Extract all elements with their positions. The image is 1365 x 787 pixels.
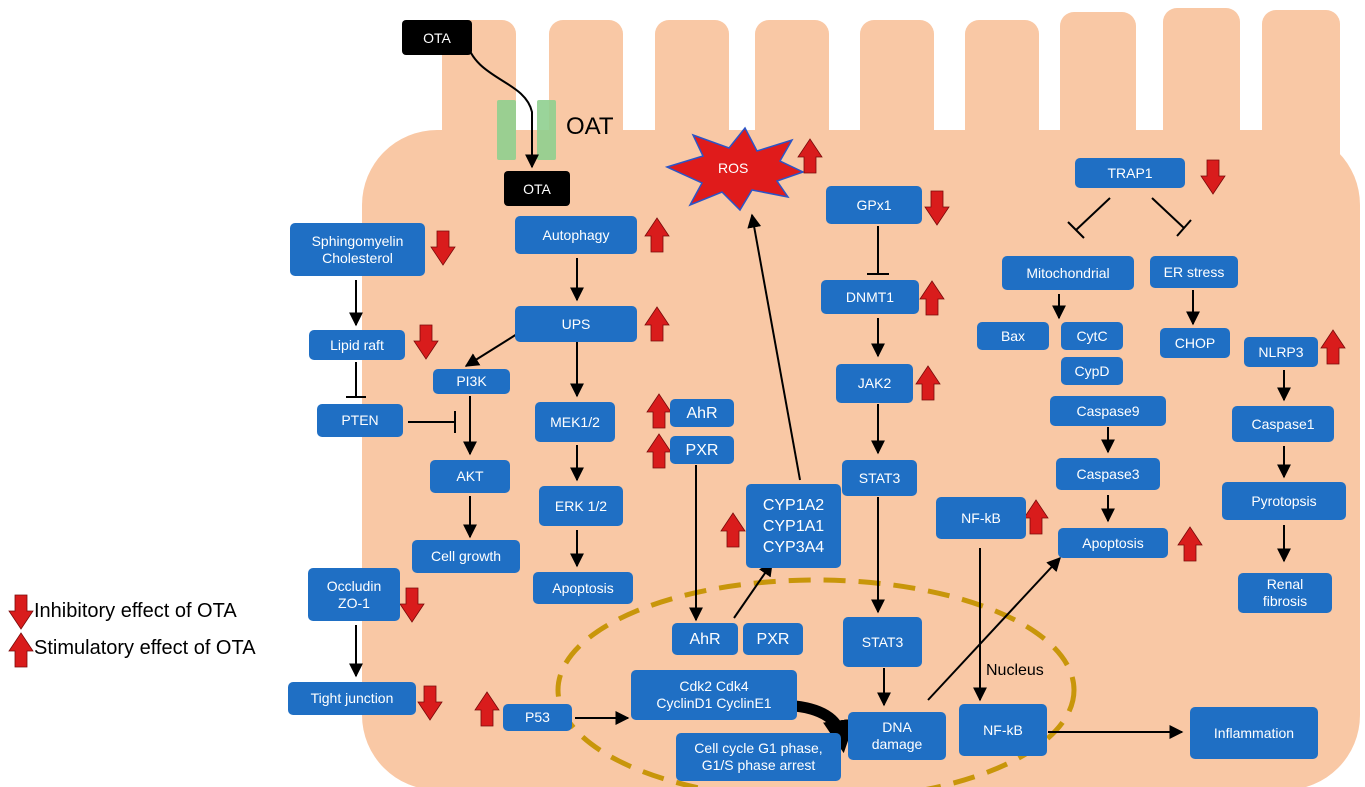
- node-er-stress: ER stress: [1150, 256, 1238, 288]
- node-nfkb-top: NF-kB: [936, 497, 1026, 539]
- down-arrow-legend-icon: [8, 594, 34, 630]
- node-p53: P53: [503, 704, 572, 731]
- node-occludin-zo1: Occludin ZO-1: [308, 568, 400, 621]
- node-pyrotopsis: Pyrotopsis: [1222, 482, 1346, 520]
- cell-cycle-arrow: [794, 700, 856, 754]
- inhibition-lines: [346, 197, 1192, 433]
- node-cell-cycle-arrest: Cell cycle G1 phase, G1/S phase arrest: [676, 733, 841, 781]
- up-arrow-nlrp3-icon: [1320, 329, 1346, 365]
- nucleus-outline: [555, 577, 1077, 787]
- down-arrow-lipid-raft-icon: [413, 324, 439, 360]
- node-jak2: JAK2: [836, 364, 913, 403]
- node-bax: Bax: [977, 322, 1049, 350]
- ota-inside: OTA: [504, 171, 570, 206]
- node-pten: PTEN: [317, 404, 403, 437]
- down-arrow-trap1-icon: [1200, 159, 1226, 195]
- node-tight-junction: Tight junction: [288, 682, 416, 715]
- node-pxr-nucleus: PXR: [743, 623, 803, 655]
- node-gpx1: GPx1: [826, 186, 922, 224]
- down-arrow-tight-junction-icon: [417, 685, 443, 721]
- node-lipid-raft: Lipid raft: [309, 330, 405, 360]
- node-dnmt1: DNMT1: [821, 280, 919, 314]
- node-sphingomyelin-cholesterol: Sphingomyelin Cholesterol: [290, 223, 425, 276]
- cell-body: [362, 8, 1360, 787]
- up-arrow-jak2-icon: [915, 365, 941, 401]
- up-arrow-dnmt1-icon: [919, 280, 945, 316]
- oat-label: OAT: [566, 113, 614, 140]
- red-arrows: [8, 138, 1346, 727]
- node-caspase1: Caspase1: [1232, 406, 1334, 442]
- down-arrow-occludin-icon: [399, 587, 425, 623]
- down-arrow-gpx1-icon: [924, 190, 950, 226]
- node-ahr-top: AhR: [670, 399, 734, 427]
- node-pi3k: PI3K: [433, 369, 510, 394]
- nucleus-label: Nucleus: [986, 662, 1044, 679]
- node-caspase3: Caspase3: [1056, 458, 1160, 490]
- node-nfkb-nucleus: NF-kB: [959, 704, 1047, 756]
- legend-inhibitory: Inhibitory effect of OTA: [34, 600, 237, 622]
- node-caspase9: Caspase9: [1050, 396, 1166, 426]
- pathway-arrows: [349, 213, 1291, 739]
- node-erk12: ERK 1/2: [539, 486, 623, 526]
- node-ups: UPS: [515, 306, 637, 342]
- node-stat3-top: STAT3: [842, 460, 917, 496]
- up-arrow-p53-icon: [474, 691, 500, 727]
- up-arrow-ros-icon: [797, 138, 823, 174]
- node-dna-damage: DNA damage: [848, 712, 946, 760]
- node-nlrp3: NLRP3: [1244, 337, 1318, 367]
- node-apoptosis-right: Apoptosis: [1058, 528, 1168, 558]
- node-trap1: TRAP1: [1075, 158, 1185, 188]
- node-cell-growth: Cell growth: [412, 540, 520, 573]
- up-arrow-apoptosis-icon: [1177, 526, 1203, 562]
- ros-burst: [664, 126, 805, 212]
- up-arrow-legend-icon: [8, 632, 34, 668]
- node-mitochondrial: Mitochondrial: [1002, 256, 1134, 290]
- node-cytc: CytC: [1061, 322, 1123, 350]
- ota-outside: OTA: [402, 20, 472, 55]
- ros-label: ROS: [718, 160, 749, 176]
- node-pxr-top: PXR: [670, 436, 734, 464]
- node-inflammation: Inflammation: [1190, 707, 1318, 759]
- node-mek12: MEK1/2: [535, 402, 615, 442]
- node-chop: CHOP: [1160, 328, 1230, 358]
- oat-transporter-right: [537, 100, 556, 160]
- node-akt: AKT: [430, 460, 510, 493]
- node-renal-fibrosis: Renal fibrosis: [1238, 573, 1332, 613]
- down-arrow-sphingomyelin-icon: [430, 230, 456, 266]
- legend-stimulatory: Stimulatory effect of OTA: [34, 637, 256, 659]
- node-stat3-nucleus: STAT3: [843, 617, 922, 667]
- node-cyp: CYP1A2 CYP1A1 CYP3A4: [746, 484, 841, 568]
- node-autophagy: Autophagy: [515, 216, 637, 254]
- node-cypd: CypD: [1061, 357, 1123, 385]
- up-arrow-autophagy-icon: [644, 217, 670, 253]
- node-ahr-nucleus: AhR: [672, 623, 738, 655]
- up-arrow-cyp-icon: [720, 512, 746, 548]
- oat-transporter-left: [497, 100, 516, 160]
- node-apoptosis-left: Apoptosis: [533, 572, 633, 604]
- up-arrow-ups-icon: [644, 306, 670, 342]
- node-cdk-cyclin: Cdk2 Cdk4 CyclinD1 CyclinE1: [631, 670, 797, 720]
